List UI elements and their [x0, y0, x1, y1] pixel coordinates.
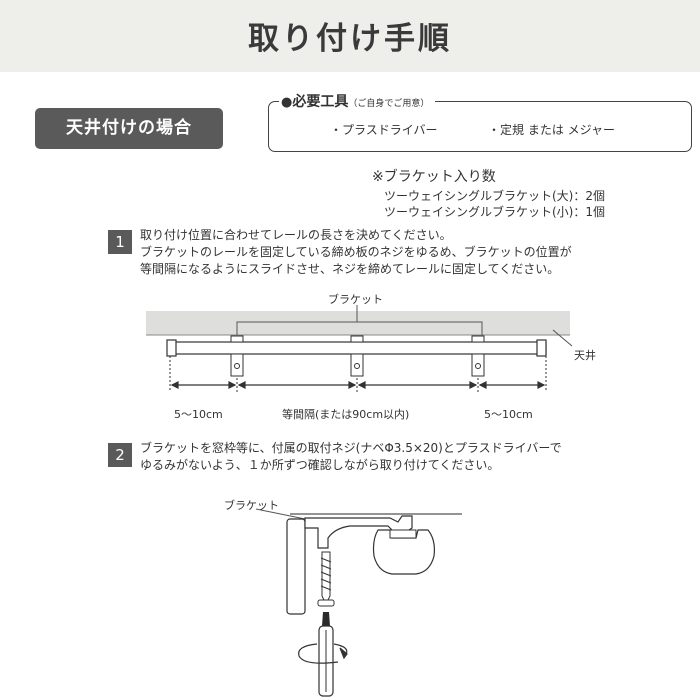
dimension-left-label: 5～10cm	[174, 408, 223, 421]
bracket-center	[350, 335, 364, 377]
case-label: 天井付けの場合	[35, 108, 223, 149]
header-bar: 取り付け手順	[0, 0, 700, 72]
ceiling-label: 天井	[574, 349, 596, 362]
dimension-right-label: 5～10cm	[484, 408, 533, 421]
tools-note: （ご自身でご用意）	[348, 99, 430, 109]
step-2-text: ブラケットを窓枠等に、付属の取付ネジ(ナベΦ3.5×20)とプラスドライバーで …	[140, 440, 562, 474]
screw-icon	[317, 551, 335, 607]
rail-end-cap-right	[536, 339, 547, 357]
dimension-arrows	[170, 381, 546, 389]
step-number-2: 2	[108, 443, 132, 467]
rotate-arrow-icon	[298, 643, 348, 664]
bracket-body	[304, 515, 413, 549]
step-2-line: ブラケットを窓枠等に、付属の取付ネジ(ナベΦ3.5×20)とプラスドライバーで	[140, 441, 562, 455]
bracket-callout-line-2	[255, 508, 311, 521]
bullet-dot-icon: ●	[281, 95, 293, 110]
page-title: 取り付け手順	[248, 21, 452, 57]
bracket-right	[471, 335, 485, 377]
step-1-line: ブラケットのレールを固定している締め板のネジをゆるめ、ブラケットの位置が	[140, 245, 572, 259]
tool-item-screwdriver: ・プラスドライバー	[330, 123, 438, 137]
step-1-text: 取り付け位置に合わせてレールの長さを決めてください。 ブラケットのレールを固定し…	[140, 227, 572, 278]
tools-title: 必要工具	[292, 94, 349, 110]
runner-roller	[372, 529, 435, 575]
ceiling-surface	[146, 311, 570, 335]
bracket-count-large: ツーウェイシングルブラケット(大)：2個	[384, 189, 605, 203]
bracket-label: ブラケット	[328, 293, 383, 306]
screwdriver-icon	[318, 612, 334, 697]
bracket-left	[230, 335, 244, 377]
ceiling-callout-line	[552, 329, 573, 347]
runner-slot	[389, 529, 417, 539]
dimension-guides	[169, 356, 547, 392]
step-number-1: 1	[108, 230, 132, 254]
tools-box	[268, 101, 692, 152]
step-1-line: 等間隔になるようにスライドさせ、ネジを締めてレールに固定してください。	[140, 262, 560, 276]
tools-legend: ●必要工具（ご自身でご用意）	[279, 91, 436, 111]
step-1-line: 取り付け位置に合わせてレールの長さを決めてください。	[140, 228, 452, 242]
dimension-middle-label: 等間隔(または90cm以内)	[282, 408, 410, 421]
window-frame	[286, 518, 306, 615]
bracket-label-2: ブラケット	[224, 499, 279, 512]
bracket-count-small: ツーウェイシングルブラケット(小)：1個	[384, 205, 605, 219]
bracket-count-title: ※ブラケット入り数	[372, 169, 496, 185]
step-2-line: ゆるみがないよう、１か所ずつ確認しながら取り付けてください。	[140, 458, 500, 472]
rail-end-cap-left	[166, 339, 177, 357]
tool-item-ruler: ・定規 または メジャー	[488, 123, 616, 137]
bracket-callout-line	[236, 321, 483, 335]
